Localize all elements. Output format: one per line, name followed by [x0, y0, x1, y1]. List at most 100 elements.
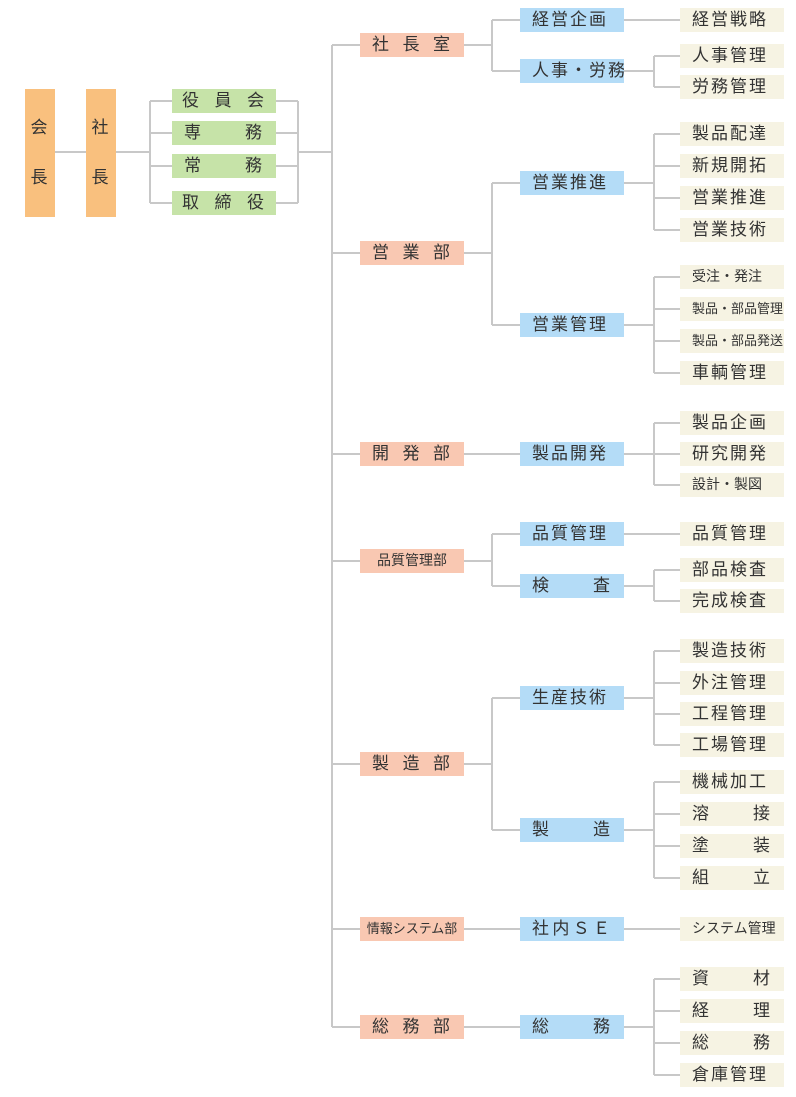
unit-box-label: 営業推進	[692, 187, 768, 208]
section-box-char: 内	[552, 918, 572, 939]
section-box: 経営企画	[520, 8, 624, 32]
unit-box-label: 労務管理	[692, 76, 768, 97]
chairman-label: 長	[30, 167, 50, 188]
department-box-char: 発	[402, 443, 422, 464]
unit-box: 経営戦略	[680, 8, 784, 32]
unit-box: 経理	[680, 999, 784, 1023]
unit-box-label: 営業技術	[692, 219, 768, 240]
unit-box: 溶接	[680, 802, 784, 826]
executive-box: 役員会	[172, 89, 276, 113]
section-box: 営業推進	[520, 171, 624, 195]
department-box-char: 部	[433, 753, 452, 774]
department-box-char: 開	[372, 443, 391, 464]
department-box-char: 営	[372, 242, 391, 263]
department-box-char: 製	[372, 753, 391, 774]
unit-box-label: 経営戦略	[692, 9, 768, 30]
unit-box: 外注管理	[680, 671, 784, 695]
department-box-char: 長	[402, 34, 422, 55]
department-box: 製造部	[360, 752, 464, 776]
section-box: 製造	[520, 818, 624, 842]
unit-box-label: 品質管理	[692, 523, 768, 544]
unit-box: 営業推進	[680, 186, 784, 210]
unit-box: 工場管理	[680, 733, 784, 757]
executive-box-char: 締	[214, 192, 234, 213]
section-box: 人事・労務	[520, 59, 624, 83]
executive-box-char: 務	[245, 122, 264, 143]
unit-box-char: 溶	[692, 803, 711, 824]
executive-box-char: 員	[214, 90, 234, 111]
unit-box-label: 製品・部品管理	[692, 301, 784, 317]
department-box-char: 造	[402, 753, 422, 774]
unit-box: 労務管理	[680, 75, 784, 99]
section-box-char: 造	[593, 819, 612, 840]
unit-box: 人事管理	[680, 44, 784, 68]
president-label: 社	[91, 117, 111, 138]
section-box-label: 営業推進	[532, 172, 608, 193]
unit-box: 資材	[680, 967, 784, 991]
executive-box-char: 役	[247, 192, 266, 213]
unit-box-label: 製造技術	[692, 640, 768, 661]
unit-box-label: 人事管理	[692, 45, 768, 66]
department-box-label: 情報システム部	[366, 921, 458, 937]
unit-box: 受注・発注	[680, 265, 784, 289]
section-box-label: 人事・労務	[532, 60, 624, 81]
unit-box: 研究開発	[680, 442, 784, 466]
section-box-char: 査	[593, 575, 612, 596]
unit-box-label: システム管理	[692, 921, 776, 937]
department-box: 社長室	[360, 33, 464, 57]
section-box-char: Ｅ	[592, 918, 612, 939]
section-box: 営業管理	[520, 313, 624, 337]
unit-box: 製品企画	[680, 411, 784, 435]
chairman-label: 会	[30, 117, 50, 138]
unit-box-char: 経	[692, 1000, 711, 1021]
unit-box-label: 工場管理	[692, 734, 768, 755]
unit-box-label: 製品企画	[692, 412, 768, 433]
unit-box-label: 受注・発注	[692, 269, 762, 285]
executive-box-char: 専	[184, 122, 203, 143]
unit-box: システム管理	[680, 917, 784, 941]
executive-box-char: 務	[245, 155, 264, 176]
unit-box-label: 工程管理	[692, 703, 768, 724]
section-box: 製品開発	[520, 442, 624, 466]
unit-box: 車輌管理	[680, 361, 784, 385]
unit-box: 製品・部品発送	[680, 329, 784, 353]
section-box-label: 営業管理	[532, 314, 608, 335]
section-box: 検査	[520, 574, 624, 598]
department-box-char: 室	[433, 34, 452, 55]
section-box: 総務	[520, 1015, 624, 1039]
unit-box-char: 立	[753, 867, 772, 888]
unit-box-char: 接	[753, 803, 772, 824]
unit-box-label: 新規開拓	[692, 155, 768, 176]
department-box-char: 総	[372, 1016, 391, 1037]
unit-box: 製品・部品管理	[680, 297, 784, 321]
unit-box: 部品検査	[680, 558, 784, 582]
department-box: 総務部	[360, 1015, 464, 1039]
department-box: 開発部	[360, 442, 464, 466]
unit-box-label: 倉庫管理	[692, 1064, 768, 1085]
section-box-char: 社	[532, 918, 551, 939]
unit-box: 製品配達	[680, 122, 784, 146]
department-box-char: 部	[433, 443, 452, 464]
executive-box-char: 会	[247, 90, 266, 111]
unit-box-char: 材	[753, 968, 772, 989]
section-box: 生産技術	[520, 686, 624, 710]
unit-box: 完成検査	[680, 589, 784, 613]
executive-box-char: 常	[184, 155, 203, 176]
unit-box-char: 理	[753, 1000, 772, 1021]
section-box-char: 検	[532, 575, 551, 596]
section-box-char: Ｓ	[572, 918, 592, 939]
department-box: 営業部	[360, 241, 464, 265]
unit-box: 新規開拓	[680, 154, 784, 178]
section-box: 品質管理	[520, 522, 624, 546]
section-box-char: 務	[593, 1016, 612, 1037]
unit-box-char: 務	[753, 1032, 772, 1053]
section-box-label: 品質管理	[532, 523, 608, 544]
section-box-char: 総	[532, 1016, 551, 1037]
unit-box: 組立	[680, 866, 784, 890]
unit-box-label: 車輌管理	[692, 362, 768, 383]
unit-box: 製造技術	[680, 639, 784, 663]
unit-box-label: 製品配達	[692, 123, 768, 144]
president-box: 社 長	[86, 89, 116, 217]
